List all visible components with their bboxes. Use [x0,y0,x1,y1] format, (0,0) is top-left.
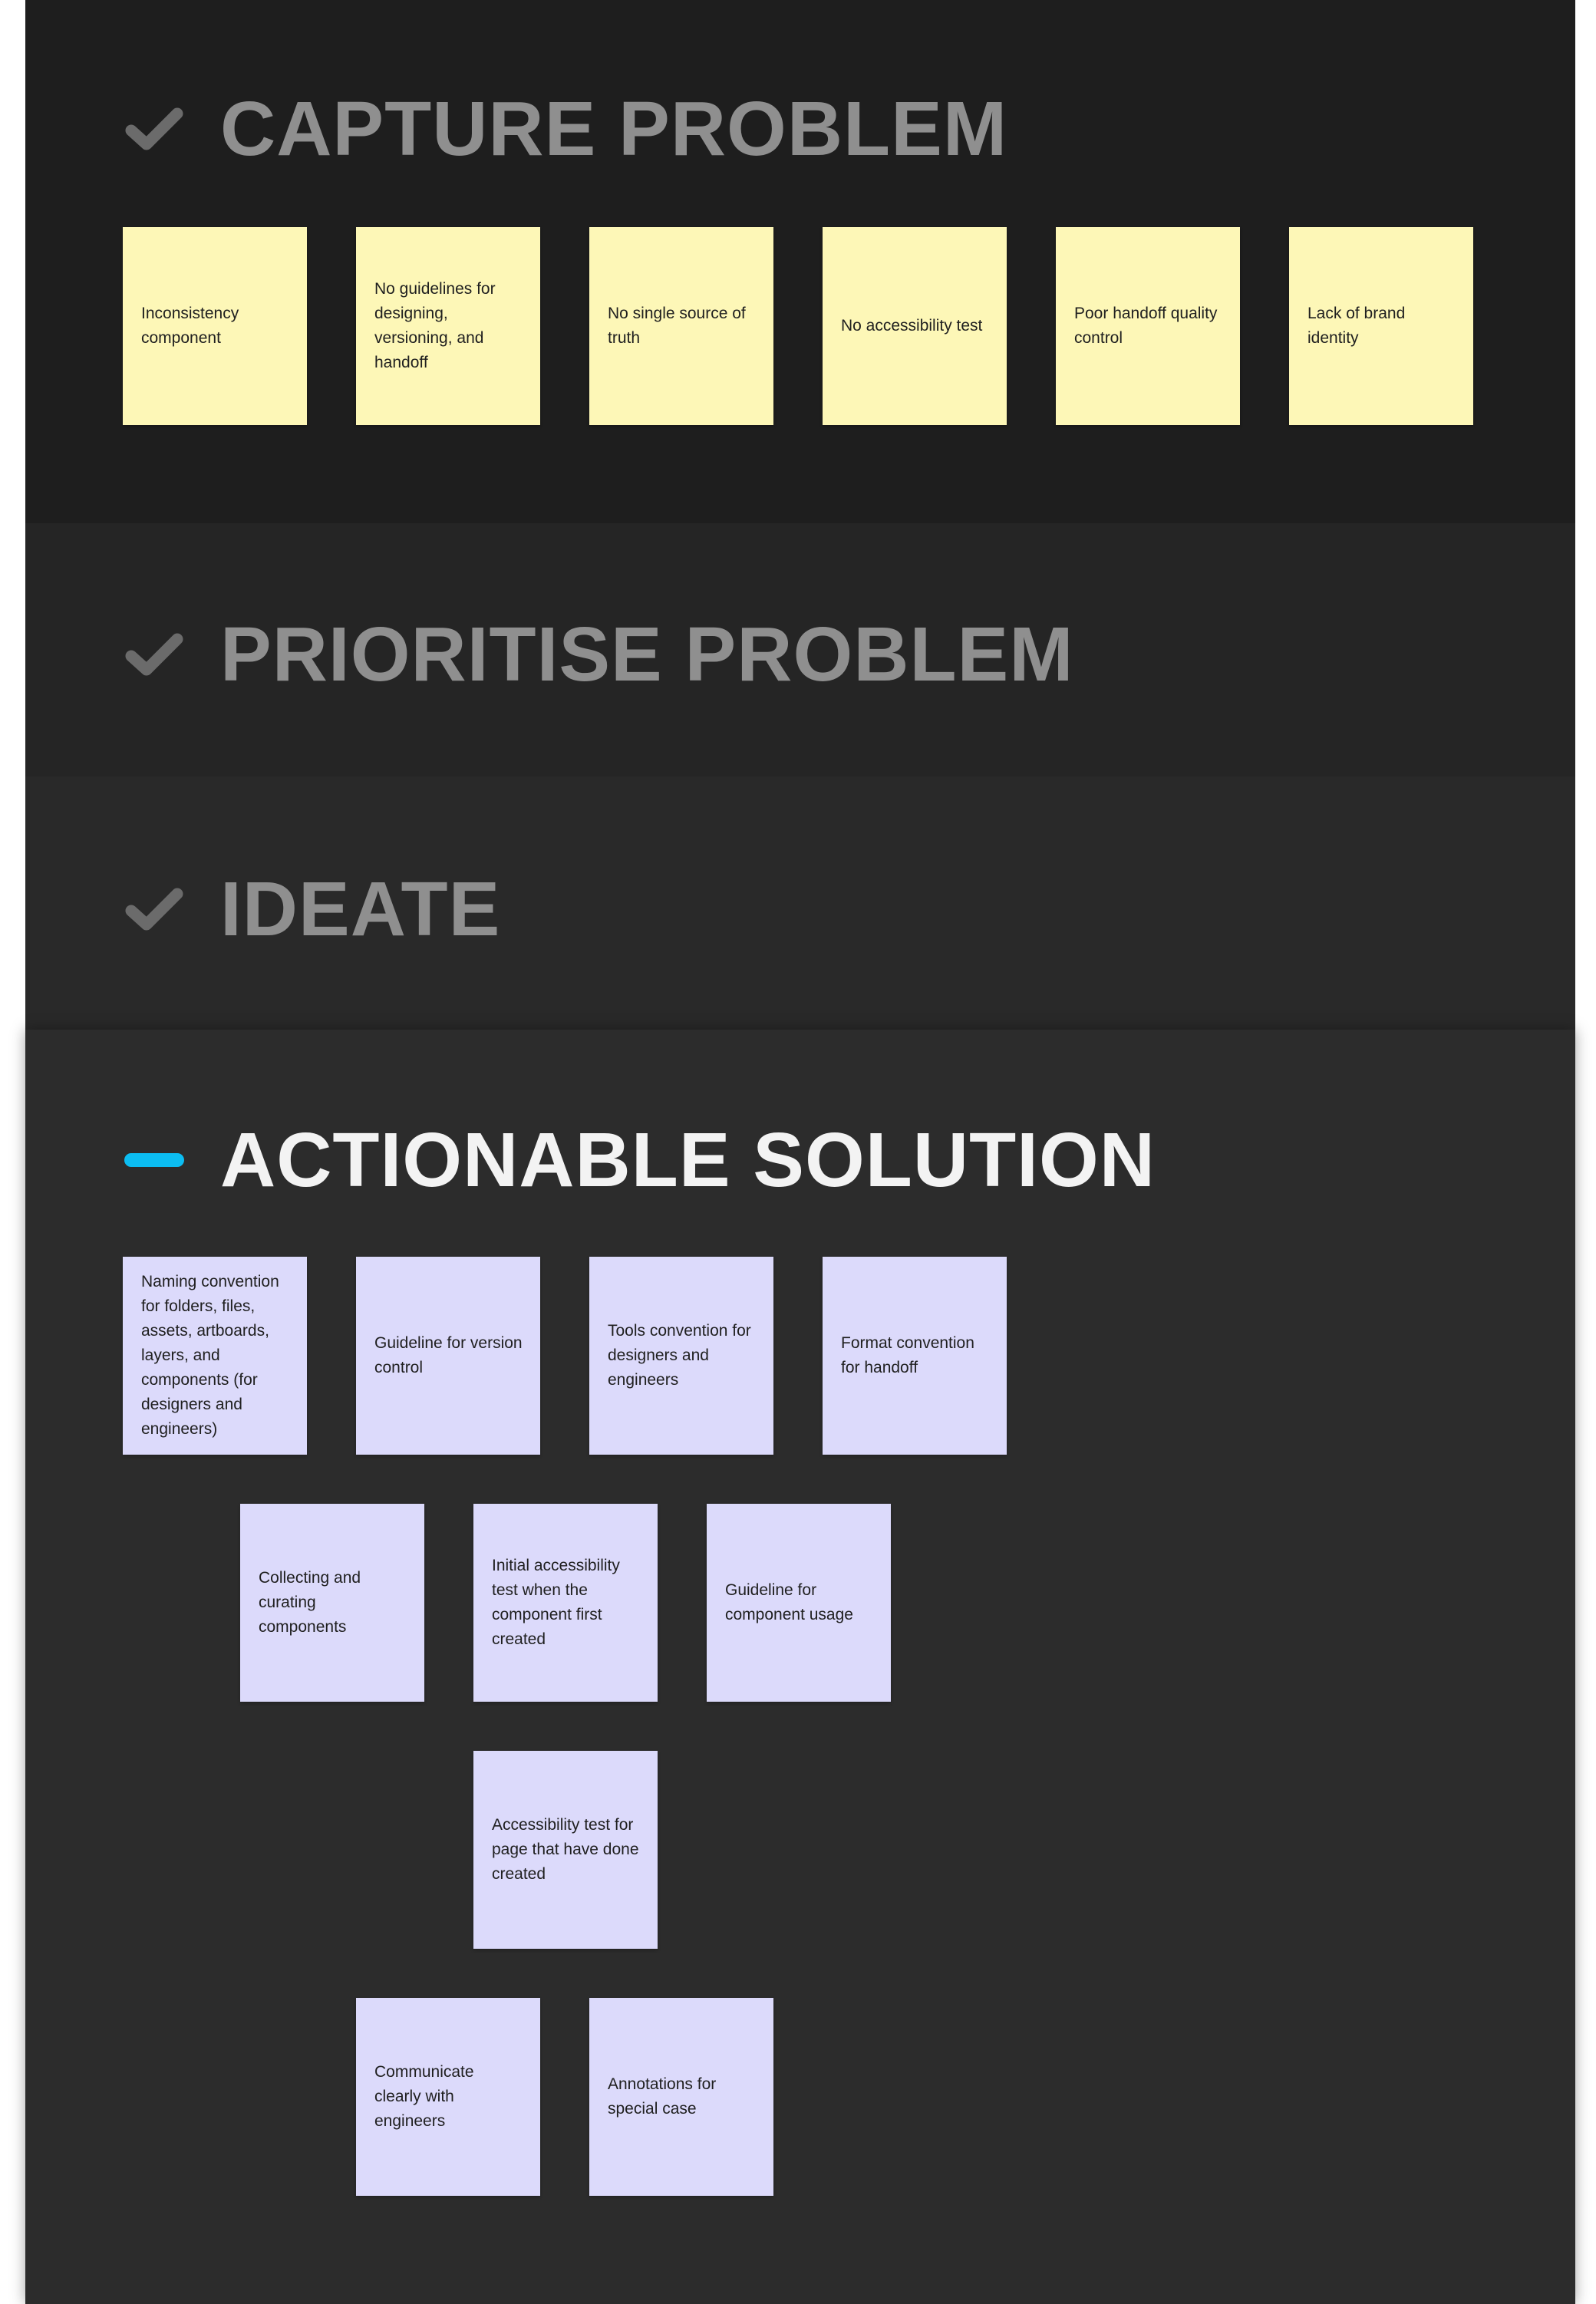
dash-icon [124,1153,184,1167]
section-title: CAPTURE PROBLEM [220,86,1008,172]
solution-sticky-note[interactable]: Guideline for component usage [707,1504,891,1702]
check-icon [125,888,183,931]
section-heading: IDEATE [124,871,500,948]
whiteboard: CAPTURE PROBLEM Inconsistency component … [25,0,1575,2304]
section-heading: CAPTURE PROBLEM [124,91,1007,167]
solution-sticky-note[interactable]: Collecting and curating components [240,1504,424,1702]
solution-sticky-note[interactable]: Naming convention for folders, files, as… [123,1257,307,1455]
section-actionable-solution: ACTIONABLE SOLUTION Naming convention fo… [25,1030,1575,2304]
section-ideate: IDEATE [25,776,1575,1030]
solution-sticky-note[interactable]: Accessibility test for page that have do… [473,1751,658,1949]
solution-sticky-note[interactable]: Initial accessibility test when the comp… [473,1504,658,1702]
solution-sticky-note[interactable]: Tools convention for designers and engin… [589,1257,773,1455]
problem-sticky-note[interactable]: Poor handoff quality control [1056,227,1240,425]
problem-sticky-note[interactable]: No guidelines for designing, versioning,… [356,227,540,425]
problem-sticky-note[interactable]: No single source of truth [589,227,773,425]
solution-sticky-note[interactable]: Communicate clearly with engineers [356,1998,540,2196]
section-heading: ACTIONABLE SOLUTION [124,1122,1156,1198]
section-capture-problem: CAPTURE PROBLEM Inconsistency component … [25,0,1575,523]
section-prioritise-problem: PRIORITISE PROBLEM [25,523,1575,776]
section-title: ACTIONABLE SOLUTION [220,1117,1156,1203]
check-icon [125,107,183,150]
section-title: IDEATE [220,866,501,952]
problem-sticky-note[interactable]: Lack of brand identity [1289,227,1473,425]
problem-sticky-note[interactable]: Inconsistency component [123,227,307,425]
problem-sticky-note[interactable]: No accessibility test [823,227,1007,425]
solution-sticky-note[interactable]: Format convention for handoff [823,1257,1007,1455]
solution-sticky-note[interactable]: Guideline for version control [356,1257,540,1455]
section-heading: PRIORITISE PROBLEM [124,616,1074,693]
check-icon [125,633,183,676]
section-title: PRIORITISE PROBLEM [220,611,1074,697]
solution-sticky-note[interactable]: Annotations for special case [589,1998,773,2196]
